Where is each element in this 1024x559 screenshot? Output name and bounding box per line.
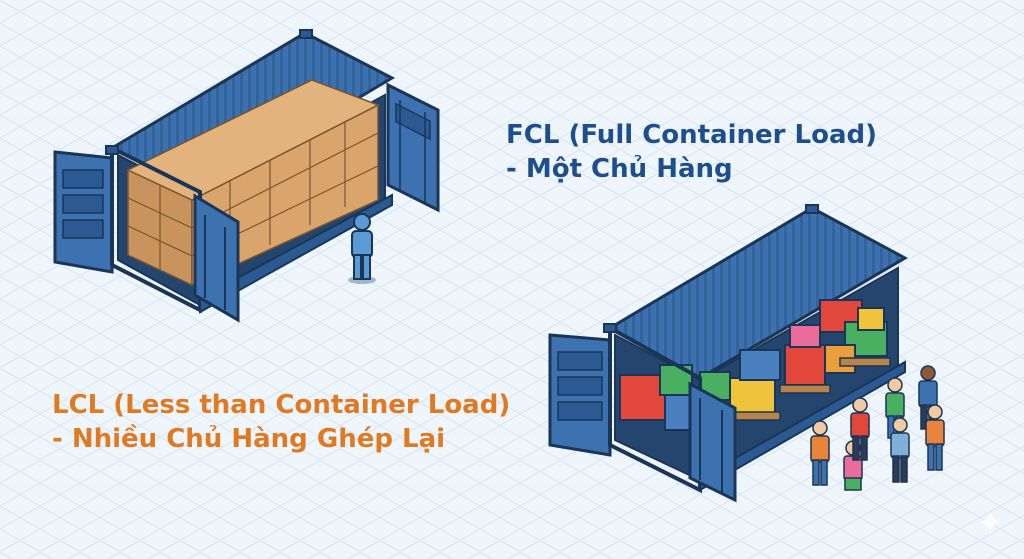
fcl-subtitle: - Một Chủ Hàng [506,154,733,184]
lcl-people-group [810,365,945,491]
person-icon [925,404,945,471]
fcl-left-door [53,150,114,274]
fcl-right-door [193,193,240,323]
lcl-right-door [688,381,737,503]
lcl-floor-rail [699,360,906,492]
person-icon [810,420,830,486]
fcl-floor-rail [199,193,393,314]
lcl-caption: LCL (Less than Container Load) - Nhiều C… [52,388,510,456]
person-icon [850,397,870,461]
lcl-left-door [548,333,612,457]
fcl-person-icon [348,213,376,284]
lcl-container-icon [548,204,909,503]
person-icon [890,417,910,483]
lcl-pallet-icon [729,357,891,421]
fcl-title: FCL (Full Container Load) [506,120,878,150]
fcl-caption: FCL (Full Container Load) - Một Chủ Hàng [506,118,877,186]
lcl-subtitle: - Nhiều Chủ Hàng Ghép Lại [52,424,446,454]
sparkle-icon [980,512,1000,532]
lcl-title: LCL (Less than Container Load) [52,390,511,420]
fcl-far-door [386,82,440,213]
fcl-container-icon [53,29,440,323]
